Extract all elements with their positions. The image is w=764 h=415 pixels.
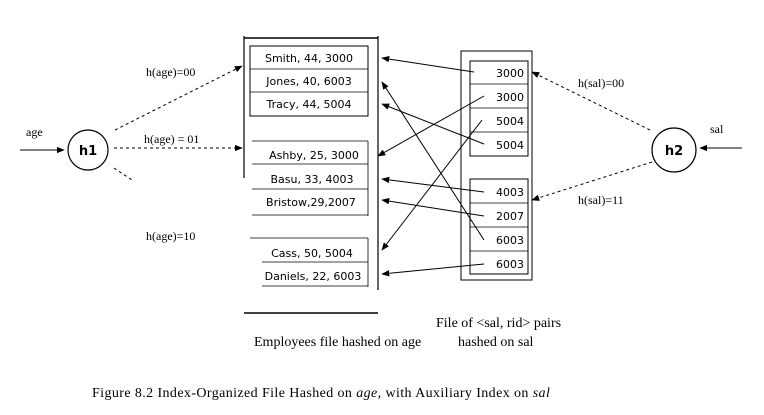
figure-caption-middle: with Auxiliary Index on xyxy=(382,386,533,401)
employee-bucket-1 xyxy=(249,45,369,117)
figure-caption-italic-2: sal xyxy=(533,386,551,401)
figure-caption-italic-1: age, xyxy=(356,386,381,401)
sal-rid-file-border xyxy=(460,50,533,281)
sal-entry: 6003 xyxy=(496,234,524,247)
h1-edge-10-label: h(age)=10 xyxy=(146,229,195,243)
sal-bucket-1 xyxy=(469,60,529,157)
sal-entry: 3000 xyxy=(496,67,524,80)
h1-label: h1 xyxy=(79,144,97,159)
employee-record: Bristow,29,2007 xyxy=(266,196,356,209)
employee-record: Smith, 44, 3000 xyxy=(265,52,353,65)
employee-record: Jones, 40, 6003 xyxy=(265,75,351,88)
pointer-3000-ashby xyxy=(377,95,485,157)
h2-edge-00 xyxy=(531,71,651,131)
pointer-4003-basu xyxy=(381,176,485,193)
h1-group: age h1 xyxy=(20,125,109,171)
employee-record: Ashby, 25, 3000 xyxy=(269,149,359,162)
sal-entry: 4003 xyxy=(496,186,524,199)
employees-file: Smith, 44, 3000 Jones, 40, 6003 Tracy, 4… xyxy=(243,36,379,314)
h2-edge-11-label: h(sal)=11 xyxy=(578,193,624,207)
rid-pointers xyxy=(377,55,485,277)
pointer-5004-tracy xyxy=(381,103,485,145)
figure-caption-prefix: Figure 8.2 Index-Organized File Hashed o… xyxy=(92,386,356,401)
sal-entry: 6003 xyxy=(496,258,524,271)
sal-entry: 3000 xyxy=(496,91,524,104)
sal-rid-file: 3000 3000 5004 5004 4003 2007 6003 6003 xyxy=(460,50,533,281)
sal-entry: 5004 xyxy=(496,115,524,128)
age-input-label: age xyxy=(26,125,43,139)
employee-record: Cass, 50, 5004 xyxy=(271,247,353,260)
figure-caption: Figure 8.2 Index-Organized File Hashed o… xyxy=(92,386,550,401)
pointer-6003-daniels xyxy=(381,263,485,277)
h2-edge-00-label: h(sal)=00 xyxy=(578,76,624,90)
h2-edge-11 xyxy=(531,161,653,201)
employees-file-caption: Employees file hashed on age xyxy=(254,335,421,350)
h1-edge-10-stub xyxy=(113,167,133,181)
h1-node xyxy=(67,129,109,171)
h2-group: h2 sal xyxy=(651,122,742,173)
employee-record: Tracy, 44, 5004 xyxy=(266,98,352,111)
h2-node xyxy=(651,127,697,173)
h1-edge-00-label: h(age)=00 xyxy=(146,65,195,79)
h1-edge-01-label: h(age) = 01 xyxy=(144,132,199,146)
sal-entry: 5004 xyxy=(496,139,524,152)
employee-record: Daniels, 22, 6003 xyxy=(265,270,362,283)
sal-bucket-2 xyxy=(469,178,529,275)
sal-rid-file-caption-2: hashed on sal xyxy=(458,335,534,350)
pointer-3000-smith xyxy=(381,55,475,73)
sal-entry: 2007 xyxy=(496,210,524,223)
pointer-6003-jones xyxy=(381,81,485,241)
sal-input-label: sal xyxy=(710,122,724,136)
h2-label: h2 xyxy=(665,144,683,159)
pointer-2007-bristow xyxy=(381,197,485,217)
sal-rid-file-caption: File of <sal, rid> pairs xyxy=(436,316,561,331)
employee-record: Basu, 33, 4003 xyxy=(271,173,354,186)
